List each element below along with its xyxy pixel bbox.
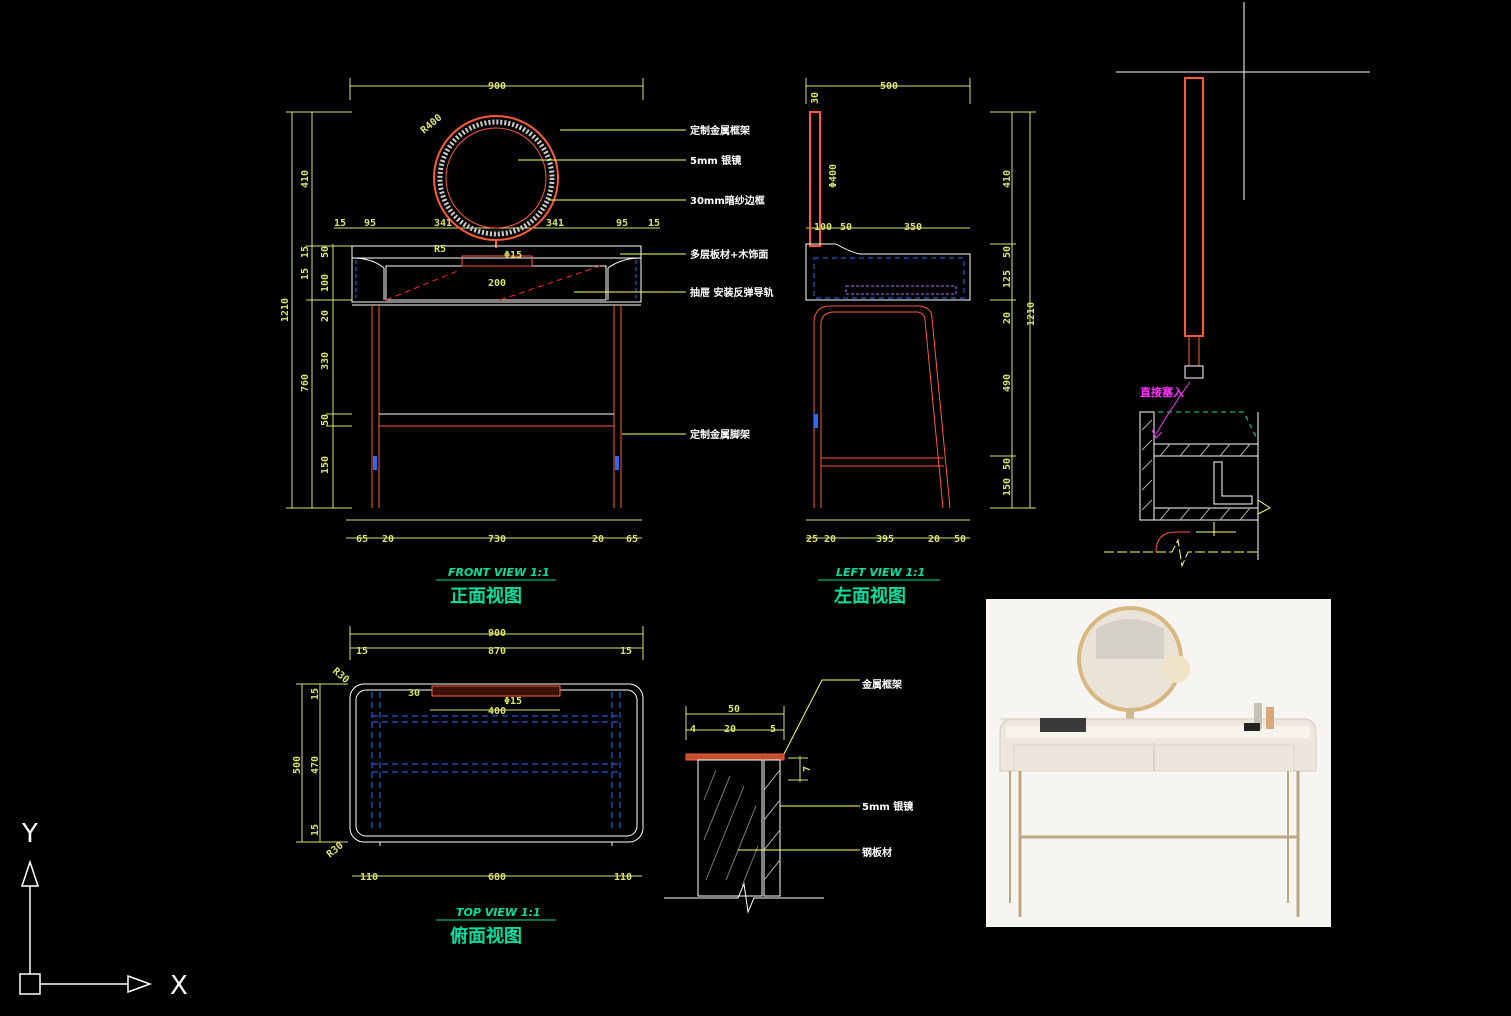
front-dim-left-0: 410 (300, 170, 311, 188)
left-dim-top: 500 (880, 81, 898, 92)
top-dim-row-1: 870 (488, 646, 506, 657)
top-dim-left-2: 470 (310, 756, 321, 774)
top-view-title-en: TOP VIEW 1:1 (456, 906, 541, 919)
left-dim-row-2: 350 (904, 222, 922, 233)
left-dim-right-7: 150 (1002, 478, 1013, 496)
left-dim-bottom-4: 50 (954, 534, 966, 545)
section-dim-0: 50 (728, 704, 740, 715)
side-detail-label: 直接塞入 (1140, 385, 1184, 399)
left-dim-right-0: 410 (1002, 170, 1013, 188)
front-dim-bottom-3: 20 (592, 534, 604, 545)
front-dim-row-4: 95 (616, 218, 628, 229)
left-view (805, 78, 1036, 539)
front-note-4: 抽屉 安装反弹导轨 (690, 286, 773, 299)
left-dim-tl: 30 (810, 92, 821, 104)
front-dim-row-5: 15 (648, 218, 660, 229)
front-dim-top: 900 (488, 81, 506, 92)
top-dim-inner-0: 30 (408, 688, 420, 699)
left-dim-row-0: 100 (814, 222, 832, 233)
top-dim-inner-1: 400 (488, 706, 506, 717)
section-dim-4: 7 (802, 766, 813, 772)
left-view-texts: 500 30 Φ400 100 50 350 25 20 395 20 50 4… (806, 81, 1037, 607)
left-view-title-cn: 左面视图 (834, 585, 906, 607)
vanity-table-illustration (986, 599, 1331, 927)
section-dim-1: 4 (690, 724, 696, 735)
left-dim-bottom-2: 395 (876, 534, 894, 545)
left-dim-right-6: 50 (1002, 458, 1013, 470)
left-dim-bottom-0: 25 (806, 534, 818, 545)
top-view-title-cn: 俯面视图 (450, 925, 522, 947)
left-view-title-en: LEFT VIEW 1:1 (836, 566, 925, 579)
front-dim-bottom-4: 65 (626, 534, 638, 545)
top-dim-top: 900 (488, 628, 506, 639)
front-view-title-cn: 正面视图 (450, 585, 522, 607)
section-detail-texts: 50 4 20 5 7 金属框架 5mm 银镜 钢板材 (690, 678, 913, 859)
top-dim-left-3: 15 (310, 824, 321, 836)
top-dim-row-2: 15 (620, 646, 632, 657)
front-dim-left-10: 150 (320, 456, 331, 474)
front-note-1: 5mm 银镜 (690, 154, 741, 167)
section-dim-2: 20 (724, 724, 736, 735)
section-detail (664, 679, 860, 914)
section-note-2: 钢板材 (862, 846, 892, 859)
ucs-axis-icon (19, 859, 153, 995)
top-view (296, 626, 644, 877)
front-dim-left-9: 50 (320, 414, 331, 426)
front-dim-row-0: 15 (334, 218, 346, 229)
front-dim-left-7: 760 (300, 374, 311, 392)
front-dim-left-5: 20 (320, 310, 331, 322)
left-dim-bottom-3: 20 (928, 534, 940, 545)
top-dim-bottom-0: 110 (360, 872, 378, 883)
front-dim-left-3: 15 (300, 268, 311, 280)
top-dim-left-1: 500 (292, 756, 303, 774)
front-dim-bottom-2: 730 (488, 534, 506, 545)
top-view-texts: 900 15 870 15 15 500 470 15 110 680 110 … (292, 628, 632, 947)
front-note-0: 定制金属框架 (690, 124, 750, 137)
front-dim-mid-0: Φ15 (504, 250, 522, 261)
front-note-2: 30mm暗纱边框 (690, 194, 765, 207)
front-note-3: 多层板材+木饰面 (690, 248, 768, 261)
section-note-0: 金属框架 (861, 678, 902, 691)
section-dim-3: 5 (770, 724, 776, 735)
left-dim-side: Φ400 (828, 164, 839, 188)
front-view (286, 78, 686, 539)
front-view-texts: 900 15 95 341 341 95 15 65 20 730 20 65 … (280, 81, 773, 607)
left-dim-row-1: 50 (840, 222, 852, 233)
front-dim-left-6: 1210 (280, 298, 291, 322)
front-dim-mid-2: R5 (434, 244, 446, 255)
front-dim-row-1: 95 (364, 218, 376, 229)
left-dim-right-4: 1210 (1026, 302, 1037, 326)
front-dim-bottom-0: 65 (356, 534, 368, 545)
top-dim-left-0: 15 (310, 688, 321, 700)
top-dim-inner-2: Φ15 (504, 696, 522, 707)
product-photo (986, 599, 1331, 927)
side-detail (1104, 2, 1370, 568)
left-dim-bottom-1: 20 (824, 534, 836, 545)
front-dim-left-1: 15 (300, 246, 311, 258)
top-dim-bottom-2: 110 (614, 872, 632, 883)
left-dim-right-3: 20 (1002, 312, 1013, 324)
left-dim-right-2: 125 (1002, 270, 1013, 288)
top-dim-row-0: 15 (356, 646, 368, 657)
top-dim-bottom-1: 680 (488, 872, 506, 883)
front-dim-left-4: 100 (320, 274, 331, 292)
axis-x-label: X (170, 971, 188, 1001)
front-dim-bottom-1: 20 (382, 534, 394, 545)
front-view-title-en: FRONT VIEW 1:1 (448, 566, 550, 579)
axis-y-label: Y (21, 819, 38, 849)
front-dim-mid-1: 200 (488, 278, 506, 289)
front-dim-left-8: 330 (320, 352, 331, 370)
left-dim-right-1: 50 (1002, 246, 1013, 258)
front-note-5: 定制金属脚架 (690, 428, 750, 441)
left-dim-right-5: 490 (1002, 374, 1013, 392)
front-dim-row-2: 341 (434, 218, 452, 229)
section-note-1: 5mm 银镜 (862, 800, 913, 813)
front-dim-row-3: 341 (546, 218, 564, 229)
front-dim-left-2: 50 (320, 246, 331, 258)
